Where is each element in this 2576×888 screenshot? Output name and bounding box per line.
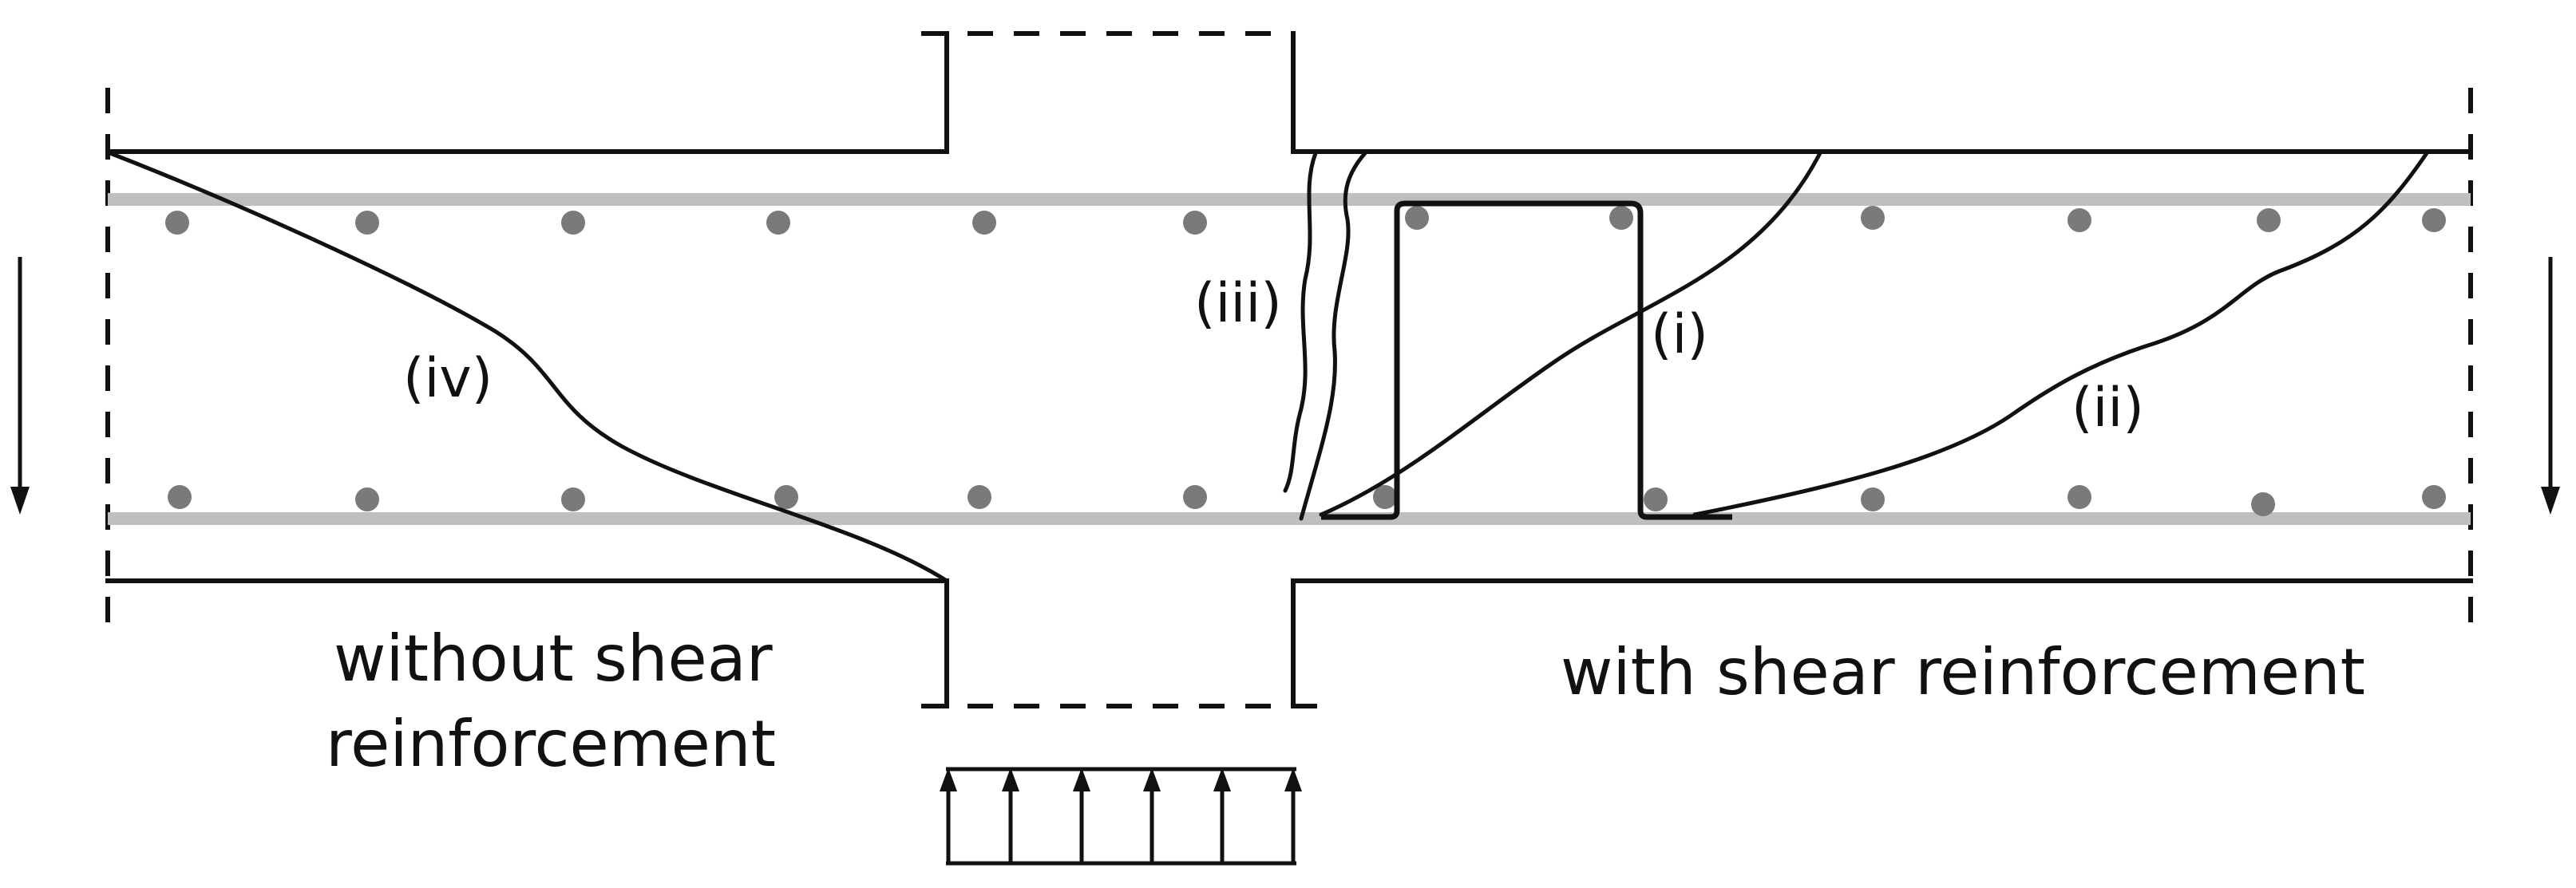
bar-dot [774,485,798,509]
label-crack-iii: (iii) [1194,272,1282,335]
load-arrow [1002,768,1019,863]
bar-dot [1861,487,1885,511]
crack-iv [108,151,949,583]
shear-arrow-left [10,257,30,515]
caption-with: with shear reinforcement [1561,635,2365,709]
column-bottom [921,578,1317,708]
bar-dot [2257,208,2281,232]
bar-dot [1405,206,1429,230]
crack-iii-b [1299,151,1367,521]
bar-dot [1373,485,1397,509]
slab-outline [105,88,2473,638]
load-arrow [1073,768,1090,863]
crack-iii-a [1283,151,1318,493]
load-arrow [1284,768,1302,863]
bar-dot [561,211,585,235]
bar-dot [1183,485,1207,509]
bar-dot [2422,485,2446,509]
load-arrow [1213,768,1231,863]
bar-dot [766,211,790,235]
bar-dot [1609,206,1633,230]
load-arrow [940,768,957,863]
load-arrow [1143,768,1161,863]
bar-dot [2068,208,2091,232]
shear-stirrup [1321,200,1732,520]
bar-dot [2068,485,2091,509]
caption-without-line1: without shear [334,622,773,696]
shear-arrow-right [2541,257,2560,515]
rebar-layers [108,193,2471,525]
bar-dot [967,485,991,509]
crack-ii [1692,151,2429,517]
bar-dot [355,211,379,235]
caption-without-line2: reinforcement [326,707,776,781]
bar-dot [2251,492,2275,516]
bar-dot [561,487,585,511]
label-crack-i: (i) [1651,303,1708,366]
bar-dot [1183,211,1207,235]
bar-dot [2422,208,2446,232]
bar-dot [1861,206,1885,230]
label-crack-ii: (ii) [2071,377,2144,440]
bar-dot [1644,487,1668,511]
label-crack-iv: (iv) [403,347,493,410]
bar-dot [168,485,192,509]
bar-dot [355,487,379,511]
column-top [921,31,1296,154]
bar-dot [972,211,996,235]
crack-i [1319,151,1822,517]
bar-dots [165,206,2446,516]
applied-load [940,767,1302,866]
bar-dot [165,211,189,235]
